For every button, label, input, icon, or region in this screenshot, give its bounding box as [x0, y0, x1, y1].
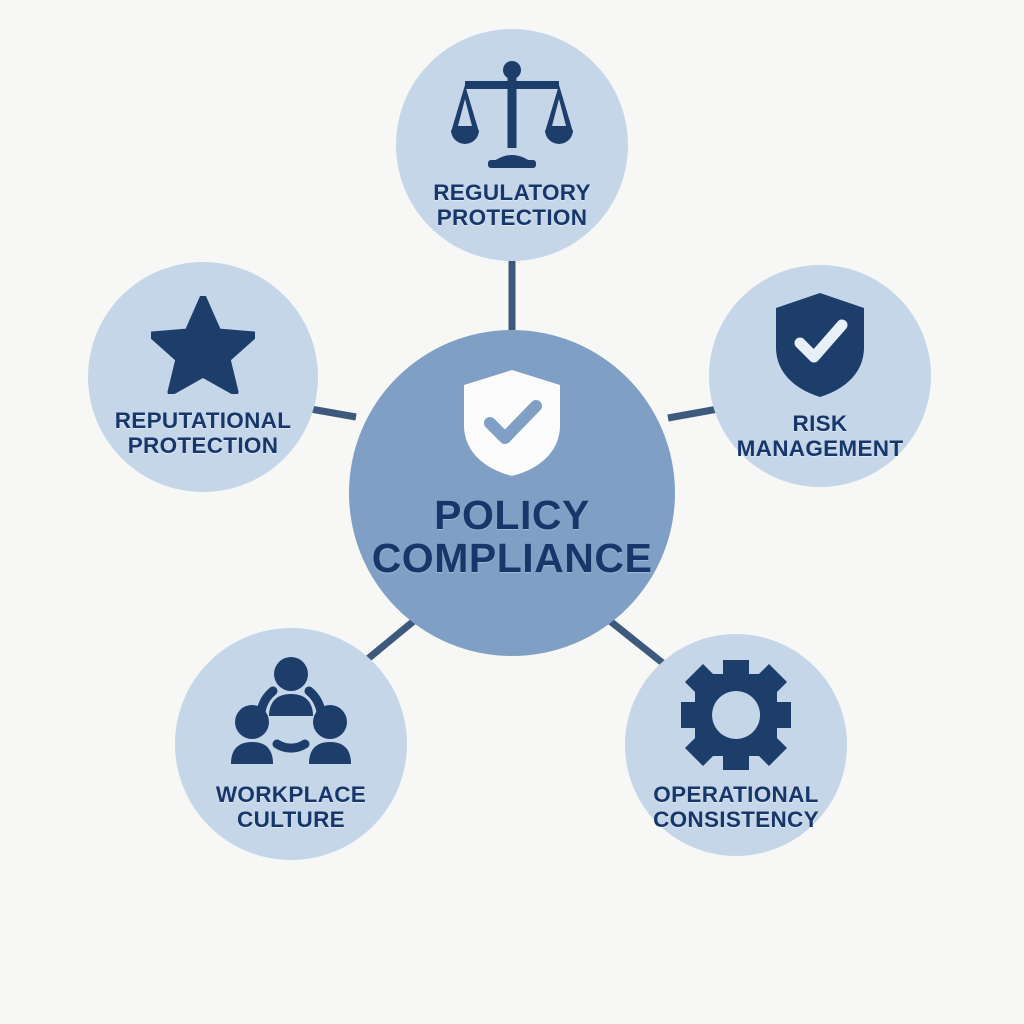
scales-of-justice-icon [450, 60, 574, 168]
node-policy-compliance-hub[interactable]: POLICY COMPLIANCE [349, 330, 675, 656]
node-risk-management[interactable]: RISK MANAGEMENT [709, 265, 931, 487]
node-reputational-protection[interactable]: REPUTATIONAL PROTECTION [88, 262, 318, 492]
node-label-reputational-protection: REPUTATIONAL PROTECTION [114, 407, 292, 458]
hub-label-policy-compliance: POLICY COMPLIANCE [371, 492, 653, 582]
node-regulatory-protection[interactable]: REGULATORY PROTECTION [396, 29, 628, 261]
star-icon [148, 294, 258, 396]
node-workplace-culture[interactable]: WORKPLACE CULTURE [175, 628, 407, 860]
people-group-icon [231, 656, 351, 772]
connector-hub-to-reputational [304, 404, 357, 421]
shield-check-icon [772, 291, 868, 399]
node-label-operational-consistency: OPERATIONAL CONSISTENCY [653, 781, 819, 832]
gear-icon [679, 658, 793, 772]
connector-hub-to-risk [667, 405, 719, 422]
node-label-regulatory-protection: REGULATORY PROTECTION [433, 179, 591, 230]
node-operational-consistency[interactable]: OPERATIONAL CONSISTENCY [625, 634, 847, 856]
shield-check-icon [460, 368, 564, 478]
node-label-workplace-culture: WORKPLACE CULTURE [215, 781, 367, 832]
node-label-risk-management: RISK MANAGEMENT [736, 410, 904, 461]
